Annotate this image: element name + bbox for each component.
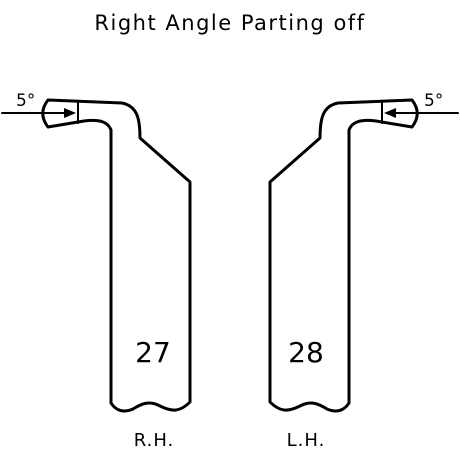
tool-rh-hand-label: R.H.: [134, 430, 175, 451]
tool-lh-number: 28: [288, 336, 324, 369]
tool-lh: 5° 28 L.H.: [268, 91, 459, 451]
tool-lh-angle-label: 5°: [424, 91, 443, 111]
tool-rh-arrowhead: [64, 108, 76, 118]
tool-rh-number: 27: [135, 336, 171, 369]
tool-rh: 5° 27 R.H.: [1, 91, 192, 451]
tool-lh-hand-label: L.H.: [287, 430, 326, 451]
tool-rh-angle-label: 5°: [16, 91, 35, 111]
diagram-title: Right Angle Parting off: [94, 11, 365, 35]
tool-lh-arrowhead: [384, 108, 396, 118]
